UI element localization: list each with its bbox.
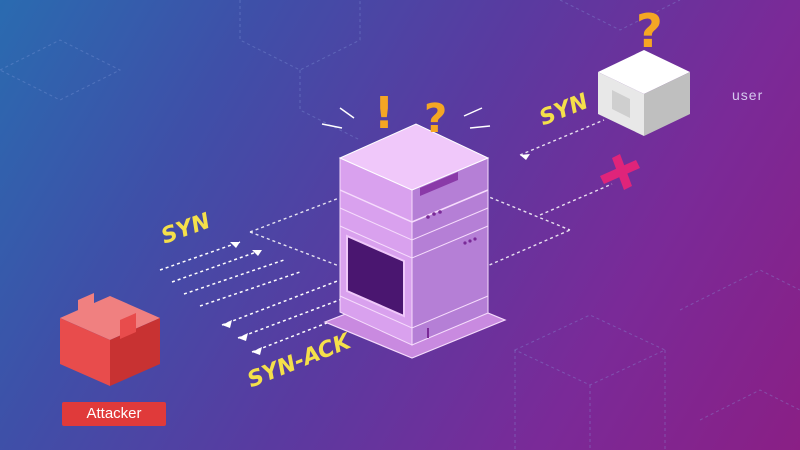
- server-window: [346, 234, 405, 318]
- attacker-badge: Attacker: [62, 402, 166, 426]
- alert-ticks: [321, 107, 491, 129]
- user-box: [598, 50, 690, 136]
- server-tower: [321, 107, 507, 359]
- attacker-box: [60, 293, 160, 386]
- blocked-cross-icon: [600, 154, 640, 190]
- user-label: user: [732, 87, 764, 103]
- syn-flood-arrows: [159, 241, 351, 353]
- traffic-lines: [249, 119, 613, 297]
- arrow-heads: [222, 154, 530, 355]
- question-mark-icon: ?: [424, 96, 448, 142]
- vent-grille: [420, 172, 458, 196]
- question-mark-icon: ?: [636, 4, 663, 58]
- exclamation-mark-icon: !: [374, 88, 395, 139]
